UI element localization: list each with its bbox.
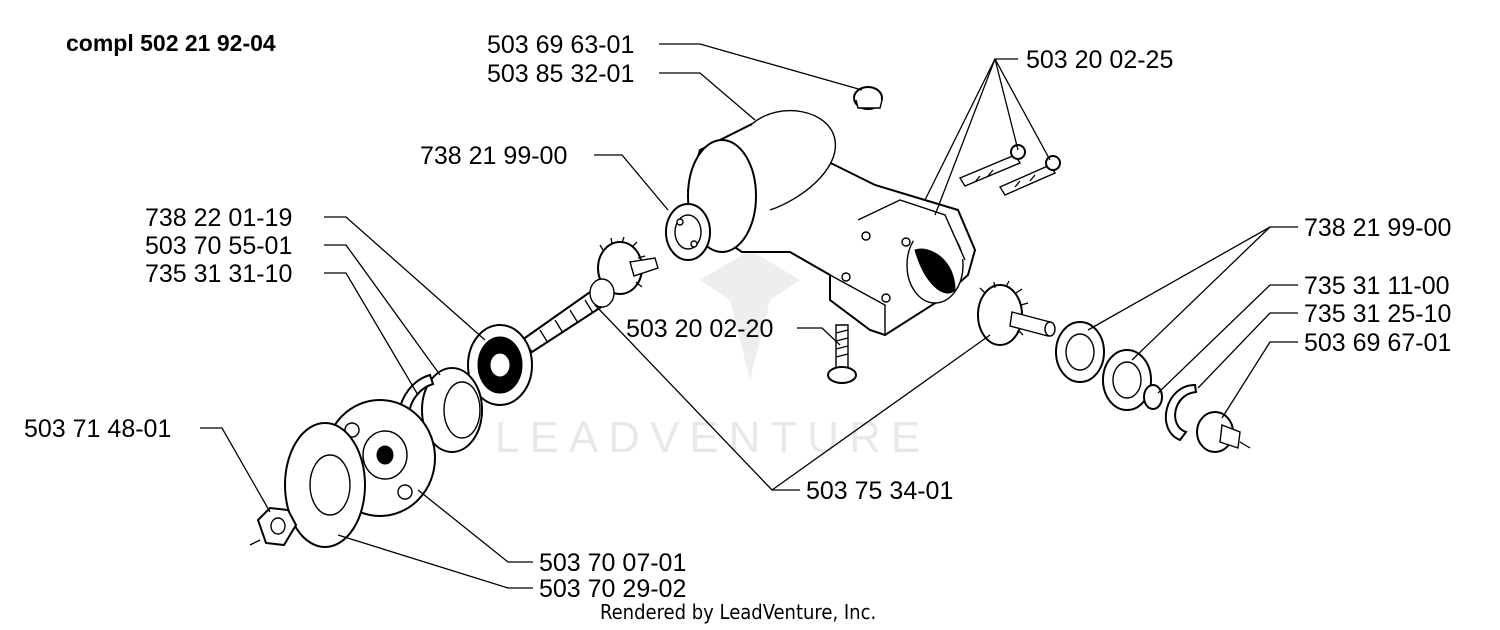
spline-shaft [520, 278, 615, 354]
part-label: 503 85 32-01 [487, 60, 634, 88]
plug-screw [853, 86, 883, 110]
part-label: 503 70 55-01 [145, 232, 292, 260]
nut [249, 506, 298, 547]
bearing-upper [665, 203, 711, 261]
leader-lines [200, 43, 1298, 589]
flange-lower [284, 422, 366, 548]
watermark-logo-icon [700, 250, 800, 380]
watermark: LEADVENTURE [495, 250, 930, 462]
part-label: 503 70 29-02 [539, 575, 686, 603]
part-label: 738 21 99-00 [420, 142, 567, 170]
bolt-single [827, 324, 857, 384]
assembly-title: compl 502 21 92-04 [66, 30, 276, 56]
footer-credit: Rendered by LeadVenture, Inc. [600, 600, 876, 624]
part-label: 738 21 99-00 [1304, 214, 1451, 242]
circlip [1164, 383, 1198, 442]
part-label: 503 75 34-01 [806, 477, 953, 505]
gear-large [977, 280, 1056, 346]
bearing-right-2 [1102, 349, 1152, 411]
part-label: 503 71 48-01 [24, 415, 171, 443]
bolts-pair [958, 144, 1061, 196]
cap-nut [1196, 411, 1251, 453]
spacer [421, 367, 483, 453]
bearing-right-1 [1055, 321, 1105, 383]
part-label: 503 70 07-01 [539, 549, 686, 577]
bearing-seal [467, 324, 533, 406]
part-label: 738 22 01-19 [145, 204, 292, 232]
part-label: 735 31 31-10 [145, 260, 292, 288]
part-label: 503 69 67-01 [1304, 329, 1451, 357]
part-label: 735 31 11-00 [1304, 272, 1450, 300]
watermark-text: LEADVENTURE [495, 413, 930, 462]
part-label: 503 69 63-01 [487, 31, 634, 59]
part-label: 735 31 25-10 [1304, 300, 1451, 328]
gear-housing [686, 109, 977, 337]
part-label: 503 20 02-25 [1026, 46, 1173, 74]
part-labels: 503 69 63-01 503 85 32-01 503 20 02-25 7… [24, 31, 1451, 603]
small-ring [1143, 384, 1163, 410]
part-label: 503 20 02-20 [626, 315, 773, 343]
